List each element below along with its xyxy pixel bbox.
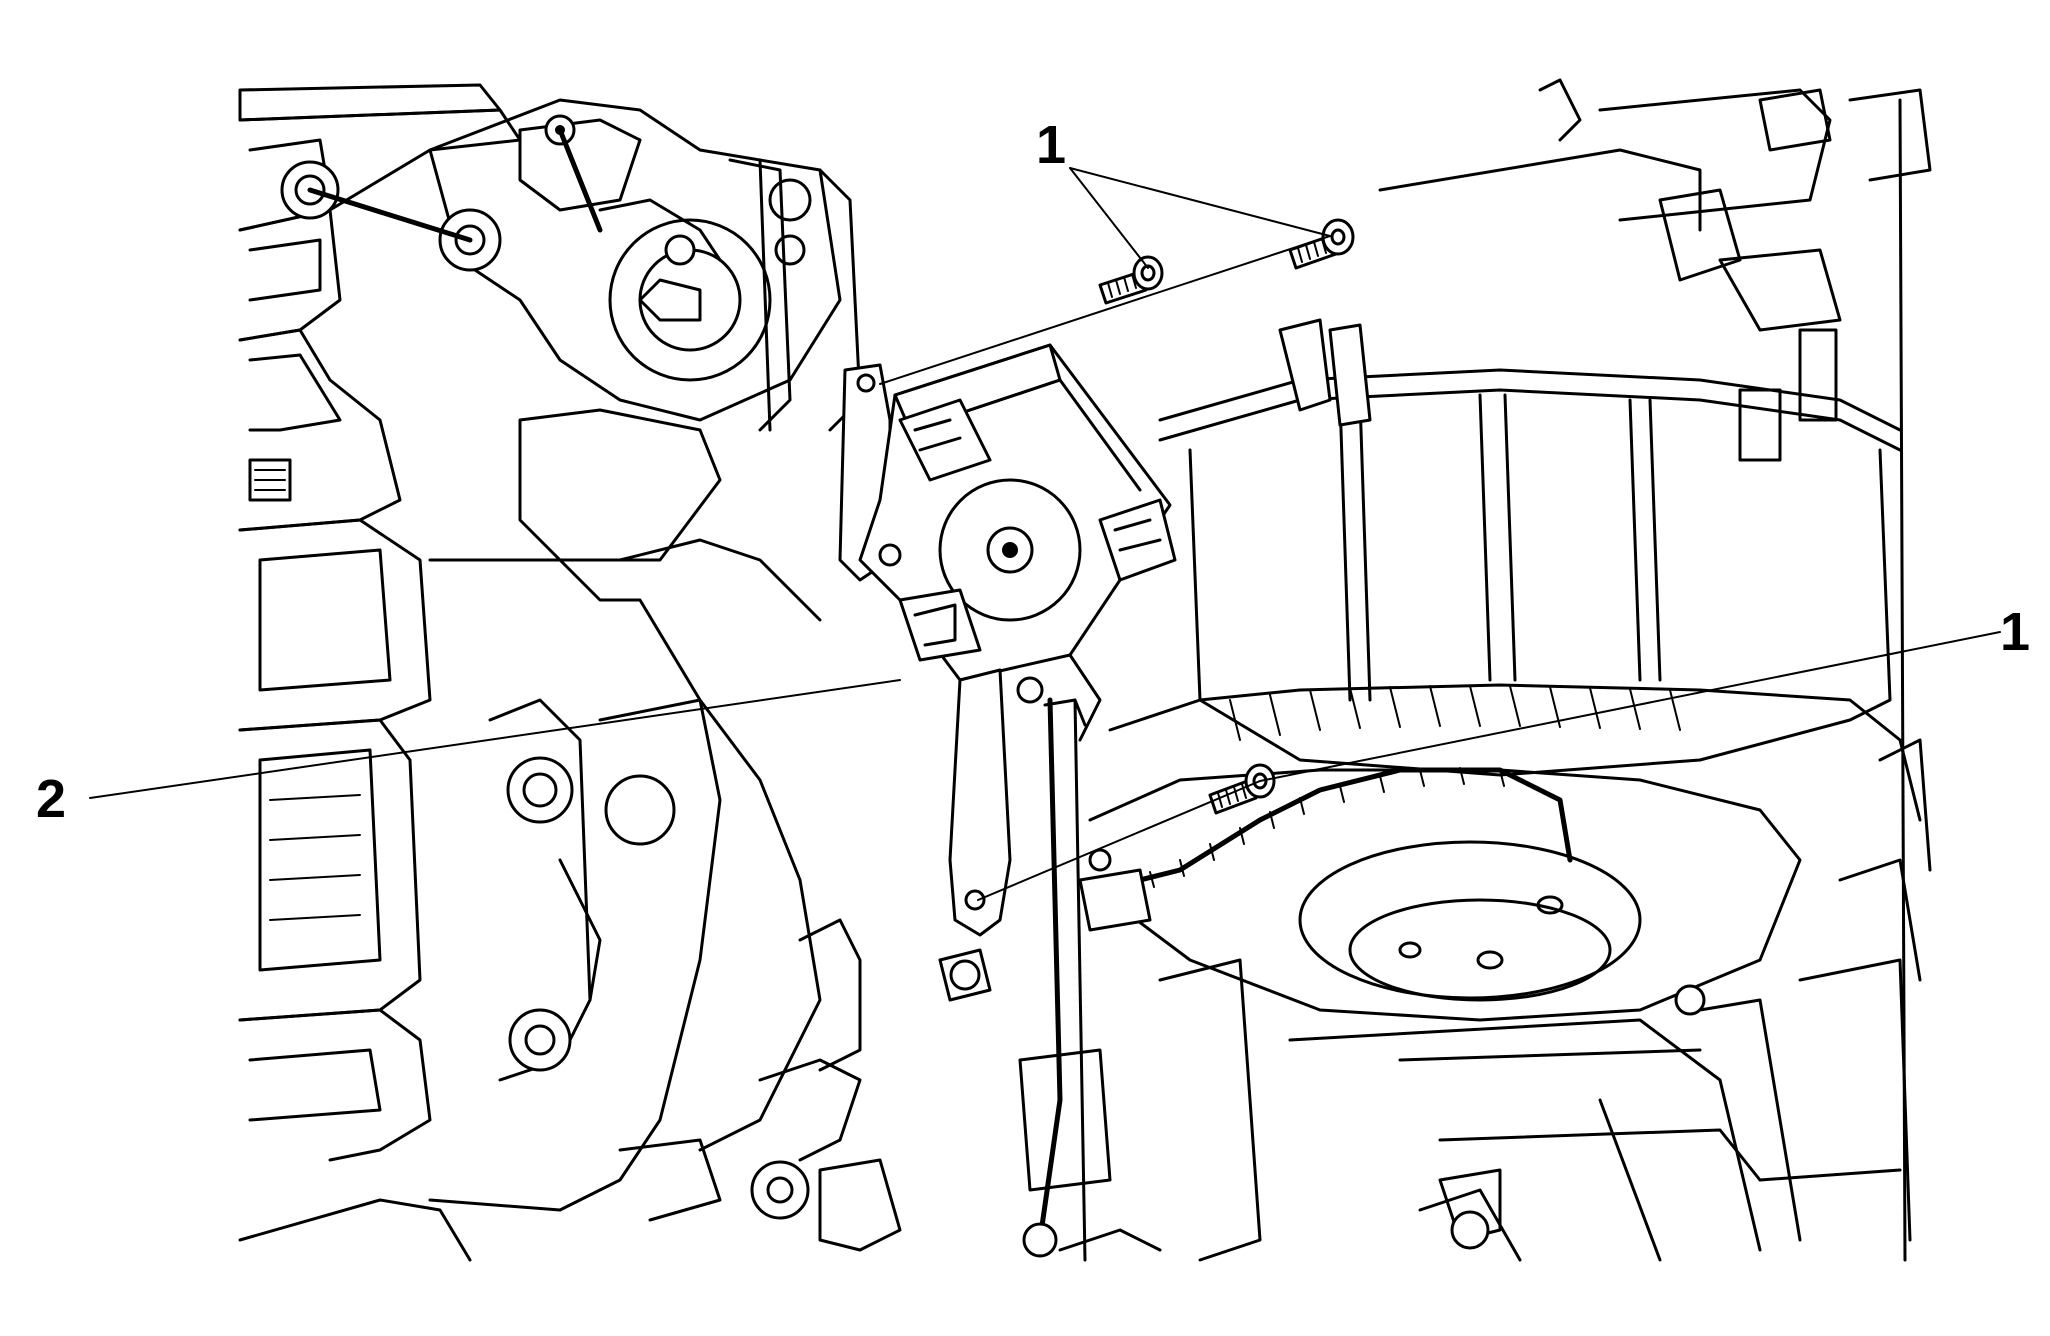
center-housing [428,408,902,1252]
callout-label-1-top: 1 [1036,115,1067,175]
upper-left-screw [1098,255,1164,305]
leader-lines [89,167,2001,901]
callout-label-2: 2 [36,769,67,829]
left-hvac-housing [238,83,522,1262]
blower-motor-housing [938,78,1932,1262]
blend-door-actuator [838,343,1177,937]
callout-label-1-right: 1 [2000,602,2031,662]
upper-mode-actuator [280,98,862,432]
